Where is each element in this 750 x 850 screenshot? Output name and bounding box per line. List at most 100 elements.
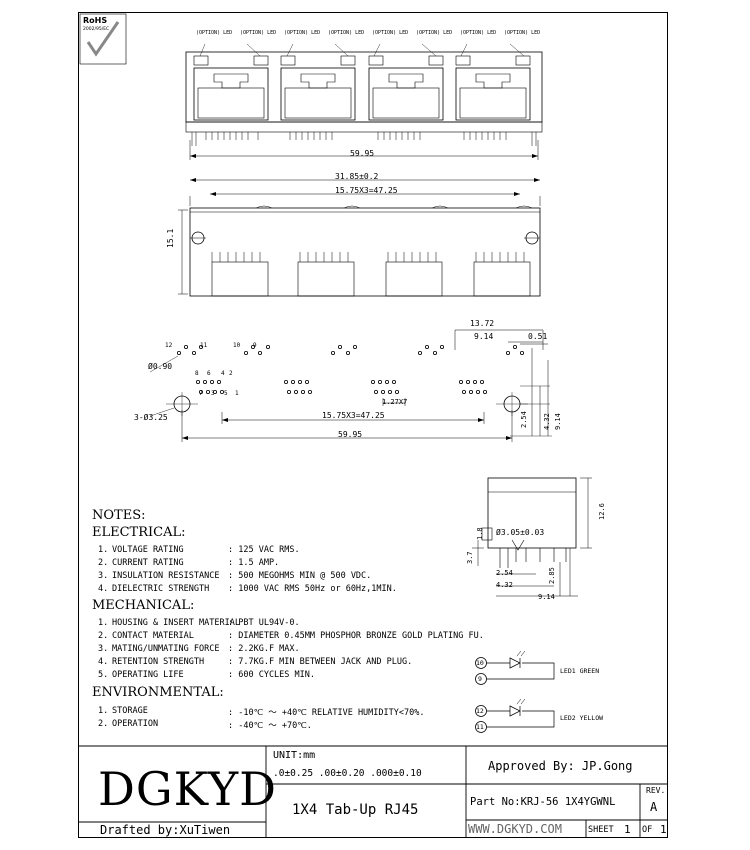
option-led-7: (OPTION) LED bbox=[460, 30, 497, 36]
part-title: 1X4 Tab-Up RJ45 bbox=[292, 802, 419, 818]
dim-pitch-bottom: 15.75X3=47.25 bbox=[322, 411, 385, 420]
mechanical-4-value: : 7.7KG.F MIN BETWEEN JACK AND PLUG. bbox=[228, 657, 413, 667]
option-led-1: (OPTION) LED bbox=[196, 30, 233, 36]
rev-value: A bbox=[650, 800, 658, 814]
electrical-3-label: INSULATION RESISTANCE bbox=[112, 571, 220, 581]
environmental-1-num: 1. bbox=[98, 706, 109, 716]
part-number: Part No:KRJ-56 1X4YGWNL bbox=[470, 796, 616, 808]
mechanical-5-label: OPERATING LIFE bbox=[112, 670, 184, 680]
pin-label-10: 10 bbox=[233, 342, 241, 349]
pin-label-11: 11 bbox=[200, 342, 208, 349]
dim-9-14: 9.14 bbox=[474, 332, 494, 341]
company-logo-text: DGKYD bbox=[98, 762, 278, 816]
option-led-3: (OPTION) LED bbox=[284, 30, 321, 36]
pin-label-3: 3 bbox=[211, 390, 215, 397]
mechanical-2-label: CONTACT MATERIAL bbox=[112, 631, 194, 641]
option-led-2: (OPTION) LED bbox=[240, 30, 277, 36]
mechanical-1-label: HOUSING & INSERT MATERIAL bbox=[112, 618, 240, 628]
pin-label-6: 6 bbox=[207, 370, 211, 377]
electrical-2-value: : 1.5 AMP. bbox=[228, 558, 280, 568]
led2-label: LED2 YELLOW bbox=[560, 714, 604, 722]
mechanical-3-label: MATING/UNMATING FORCE bbox=[112, 644, 220, 654]
electrical-2-label: CURRENT RATING bbox=[112, 558, 184, 568]
dim-1-27: 1.27X7 bbox=[382, 398, 408, 406]
led2-pin-a: 12 bbox=[476, 707, 484, 715]
pin-label-12: 12 bbox=[165, 342, 173, 349]
mechanical-3-num: 3. bbox=[98, 644, 109, 654]
pin-label-1: 1 bbox=[235, 390, 239, 397]
led2-pin-b: 11 bbox=[476, 723, 484, 731]
electrical-3-value: : 500 MEGOHMS MIN @ 500 VDC. bbox=[228, 571, 372, 581]
sheet-number: 1 bbox=[624, 823, 631, 836]
unit-label: UNIT:mm bbox=[273, 750, 316, 761]
dim-top-width: 31.85±0.2 bbox=[335, 172, 379, 181]
rohs-checkmark-icon bbox=[79, 13, 127, 65]
dim-side-1-8: 1.8 bbox=[476, 527, 484, 540]
environmental-2-value: : -40℃ ～ +70℃. bbox=[228, 721, 312, 731]
rohs-label: RoHS bbox=[83, 16, 108, 25]
dim-side-3-7: 3.7 bbox=[466, 551, 474, 564]
of-label: OF bbox=[642, 825, 653, 835]
mechanical-title: MECHANICAL: bbox=[92, 598, 195, 613]
dim-side-9-14: 9.14 bbox=[538, 593, 555, 601]
mechanical-5-num: 5. bbox=[98, 670, 109, 680]
environmental-title: ENVIRONMENTAL: bbox=[92, 685, 224, 700]
option-led-4: (OPTION) LED bbox=[328, 30, 365, 36]
mechanical-3-value: : 2.2KG.F MAX. bbox=[228, 644, 300, 654]
approved-by: Approved By: JP.Gong bbox=[488, 759, 633, 773]
mechanical-5-value: : 600 CYCLES MIN. bbox=[228, 670, 315, 680]
dim-side-hole: Ø3.05±0.03 bbox=[496, 528, 545, 537]
front-view bbox=[185, 43, 543, 160]
electrical-4-num: 4. bbox=[98, 584, 109, 594]
environmental-2-label: OPERATION bbox=[112, 719, 159, 729]
drawing-sheet-border bbox=[78, 12, 668, 838]
dim-side-2-85: 2.85 bbox=[548, 567, 556, 584]
option-led-6: (OPTION) LED bbox=[416, 30, 453, 36]
option-led-8: (OPTION) LED bbox=[504, 30, 541, 36]
electrical-1-num: 1. bbox=[98, 545, 109, 555]
dim-pitch-top: 15.75X3=47.25 bbox=[335, 186, 398, 195]
tolerances: .0±0.25 .00±0.20 .000±0.10 bbox=[273, 768, 422, 779]
mechanical-2-value: : DIAMETER 0.45MM PHOSPHOR BRONZE GOLD P… bbox=[228, 631, 484, 641]
title-block-grid bbox=[78, 745, 668, 838]
led-schematic bbox=[475, 650, 555, 733]
electrical-1-value: : 125 VAC RMS. bbox=[228, 545, 300, 555]
mechanical-2-num: 2. bbox=[98, 631, 109, 641]
mechanical-4-label: RETENTION STRENGTH bbox=[112, 657, 205, 667]
environmental-2-num: 2. bbox=[98, 719, 109, 729]
electrical-4-value: : 1000 VAC RMS 50Hz or 60Hz,1MIN. bbox=[228, 584, 397, 594]
rohs-sub: 2002/95/EC bbox=[83, 27, 110, 32]
notes-title: NOTES: bbox=[92, 508, 146, 523]
dim-13-72: 13.72 bbox=[470, 319, 495, 328]
dim-overall-width: 59.95 bbox=[350, 149, 375, 158]
dim-4-32: 4.32 bbox=[543, 413, 551, 430]
pin-label-7: 7 bbox=[199, 390, 203, 397]
pin-label-2: 2 bbox=[229, 370, 233, 377]
electrical-4-label: DIELECTRIC STRENGTH bbox=[112, 584, 210, 594]
electrical-2-num: 2. bbox=[98, 558, 109, 568]
pin-label-5: 5 bbox=[224, 390, 228, 397]
dim-height: 15.1 bbox=[166, 228, 175, 248]
led1-pin-a: 10 bbox=[476, 659, 484, 667]
dim-pin-dia: Ø0.90 bbox=[148, 362, 173, 371]
side-view bbox=[472, 477, 592, 597]
sheet-total: 1 bbox=[660, 823, 667, 836]
top-view bbox=[178, 178, 541, 297]
dim-side-12-6: 12.6 bbox=[598, 503, 606, 520]
mechanical-1-value: : PBT UL94V-0. bbox=[228, 618, 300, 628]
led1-pin-b: 9 bbox=[478, 675, 482, 683]
environmental-1-label: STORAGE bbox=[112, 706, 148, 716]
dim-hole: 3-Ø3.25 bbox=[134, 413, 168, 422]
pcb-footprint bbox=[149, 329, 552, 442]
dim-side-2-54: 2.54 bbox=[496, 569, 513, 577]
pin-label-8: 8 bbox=[195, 370, 199, 377]
rev-label: REV. bbox=[646, 786, 666, 795]
environmental-1-value: : -10℃ ～ +40℃ RELATIVE HUMIDITY<70%. bbox=[228, 708, 425, 718]
electrical-title: ELECTRICAL: bbox=[92, 525, 186, 540]
pin-label-4: 4 bbox=[221, 370, 225, 377]
sheet-label: SHEET bbox=[588, 825, 614, 835]
dim-overall-bottom: 59.95 bbox=[338, 430, 363, 439]
website: WWW.DGKYD.COM bbox=[468, 822, 562, 836]
dim-0-51: 0.51 bbox=[528, 332, 548, 341]
dim-side-4-32: 4.32 bbox=[496, 581, 513, 589]
